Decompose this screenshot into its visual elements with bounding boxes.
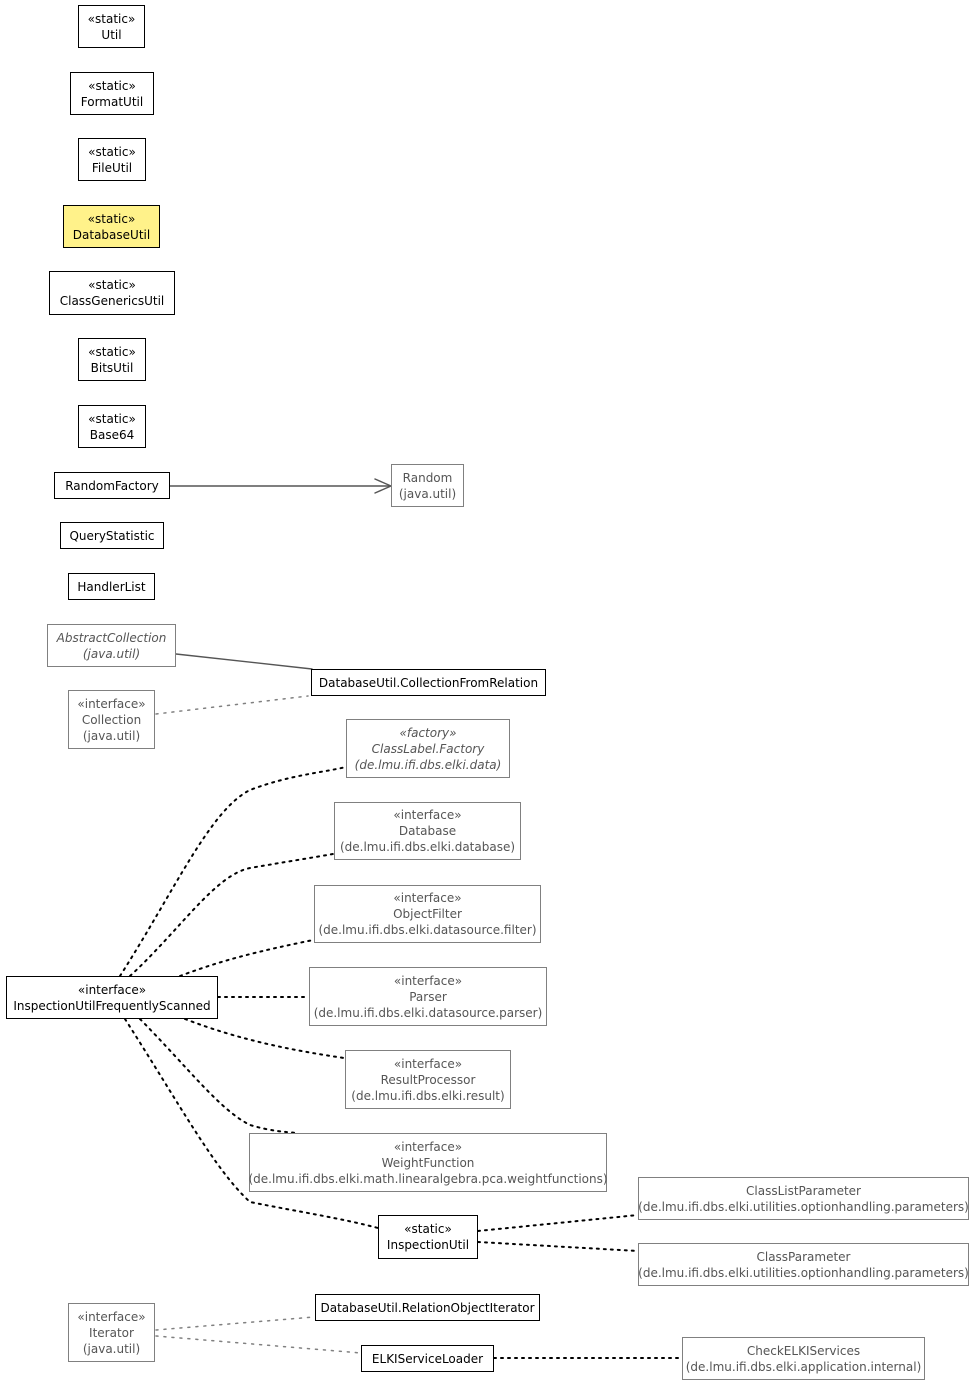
edge-inspection-resultprocessor: [184, 1018, 345, 1059]
edge-iterator-elkiserviceloader: [155, 1335, 362, 1354]
stereotype-label: «interface»: [393, 808, 462, 822]
class-name: CheckELKIServices: [746, 1343, 861, 1358]
class-inspectionutil[interactable]: «static» InspectionUtil: [378, 1215, 478, 1259]
class-fileutil[interactable]: «static» FileUtil: [78, 138, 146, 181]
stereotype-label: «static»: [88, 411, 136, 426]
package-label: (java.util): [82, 728, 141, 743]
class-name: Random: [402, 470, 453, 485]
stereotype-label: «interface»: [77, 982, 147, 997]
class-classgenericsutil[interactable]: «static» ClassGenericsUtil: [49, 271, 175, 315]
stereotype-label: «static»: [88, 344, 136, 359]
class-abstractcollection[interactable]: AbstractCollection (java.util): [47, 624, 176, 667]
class-name: Parser: [409, 989, 447, 1004]
class-name: ResultProcessor: [380, 1072, 476, 1087]
class-classlistparameter[interactable]: ClassListParameter (de.lmu.ifi.dbs.elki.…: [638, 1177, 969, 1220]
stereotype-label: «interface»: [77, 1309, 146, 1324]
package-label: (java.util): [398, 486, 457, 501]
class-name: ClassGenericsUtil: [59, 294, 165, 308]
edge-abstractcollection-collectionfromrelation: [175, 653, 313, 670]
stereotype-label: «static»: [88, 278, 136, 292]
class-formatutil[interactable]: «static» FormatUtil: [70, 72, 154, 115]
class-randomfactory[interactable]: RandomFactory: [54, 472, 170, 499]
edge-inspection-inspectionutil: [124, 1018, 379, 1229]
package-label: (java.util): [82, 646, 141, 661]
class-name: DatabaseUtil.RelationObjectIterator: [320, 1300, 535, 1315]
class-util[interactable]: «static» Util: [78, 5, 145, 48]
interface-weightfunction[interactable]: «interface» WeightFunction (de.lmu.ifi.d…: [248, 1133, 608, 1192]
class-name: InspectionUtil: [386, 1238, 470, 1252]
stereotype-label: «static»: [88, 78, 136, 93]
class-bitsutil[interactable]: «static» BitsUtil: [78, 338, 146, 381]
class-name: HandlerList: [77, 579, 146, 594]
class-name: Database: [398, 824, 457, 838]
class-random[interactable]: Random (java.util): [391, 464, 464, 507]
stereotype-label: «static»: [87, 11, 136, 26]
class-name: Base64: [89, 427, 135, 442]
interface-objectfilter[interactable]: «interface» ObjectFilter (de.lmu.ifi.dbs…: [314, 885, 541, 943]
class-name: ClassParameter: [756, 1249, 851, 1264]
package-label: (de.lmu.ifi.dbs.elki.database): [339, 840, 516, 854]
edge-collection-collectionfromrelation: [155, 695, 309, 715]
class-name: Util: [101, 27, 122, 42]
class-name: AbstractCollection: [56, 630, 167, 645]
edge-inspection-weightfunction: [139, 1018, 299, 1134]
class-name: Collection: [81, 712, 142, 727]
interface-parser[interactable]: «interface» Parser (de.lmu.ifi.dbs.elki.…: [309, 967, 547, 1026]
package-label: (de.lmu.ifi.dbs.elki.utilities.optionhan…: [638, 1199, 969, 1214]
class-name: WeightFunction: [381, 1155, 475, 1170]
interface-database[interactable]: «interface» Database (de.lmu.ifi.dbs.elk…: [334, 802, 521, 860]
edge-inspectionutil-classparameter: [477, 1241, 639, 1252]
class-relationobjectiterator[interactable]: DatabaseUtil.RelationObjectIterator: [315, 1294, 540, 1321]
edge-inspection-database: [129, 853, 334, 977]
stereotype-label: «factory»: [399, 725, 457, 740]
package-label: (de.lmu.ifi.dbs.elki.data): [354, 757, 502, 772]
class-name: ELKIServiceLoader: [371, 1351, 484, 1366]
stereotype-label: «interface»: [393, 1056, 463, 1071]
class-checkelkiservices[interactable]: CheckELKIServices (de.lmu.ifi.dbs.elki.a…: [682, 1337, 925, 1380]
class-querystatistic[interactable]: QueryStatistic: [60, 522, 164, 549]
class-databaseutil[interactable]: «static» DatabaseUtil: [63, 205, 160, 248]
package-label: (de.lmu.ifi.dbs.elki.application.interna…: [685, 1359, 922, 1374]
stereotype-label: «interface»: [393, 891, 462, 905]
class-name: ClassListParameter: [746, 1183, 861, 1198]
package-label: (de.lmu.ifi.dbs.elki.result): [351, 1088, 505, 1103]
class-name: Iterator: [89, 1325, 134, 1340]
package-label: (java.util): [82, 1341, 141, 1356]
class-classlabelfactory[interactable]: «factory» ClassLabel.Factory (de.lmu.ifi…: [346, 719, 510, 778]
class-name: RandomFactory: [65, 478, 159, 493]
interface-iterator[interactable]: «interface» Iterator (java.util): [68, 1303, 155, 1362]
package-label: (de.lmu.ifi.dbs.elki.utilities.optionhan…: [638, 1265, 969, 1280]
class-name: QueryStatistic: [69, 528, 155, 543]
package-label: (de.lmu.ifi.dbs.elki.datasource.parser): [313, 1005, 543, 1020]
class-name: InspectionUtilFrequentlyScanned: [13, 998, 211, 1013]
class-name: ObjectFilter: [393, 907, 462, 921]
class-handlerlist[interactable]: HandlerList: [68, 573, 155, 600]
edge-iterator-relationobjectiterator: [155, 1316, 315, 1331]
class-name: DatabaseUtil.CollectionFromRelation: [318, 675, 539, 690]
class-name: ClassLabel.Factory: [371, 741, 485, 756]
edge-inspectionutil-classlistparameter: [477, 1214, 639, 1232]
interface-resultprocessor[interactable]: «interface» ResultProcessor (de.lmu.ifi.…: [345, 1050, 511, 1109]
edge-inspection-objectfilter: [179, 939, 314, 977]
interface-inspectionutilfrequentlyscanned[interactable]: «interface» InspectionUtilFrequentlyScan…: [6, 976, 218, 1019]
stereotype-label: «interface»: [393, 973, 463, 988]
class-collectionfromrelation[interactable]: DatabaseUtil.CollectionFromRelation: [311, 669, 546, 696]
class-name: FormatUtil: [80, 94, 144, 109]
edge-inspection-classlabelfactory: [119, 766, 347, 977]
stereotype-label: «static»: [88, 144, 136, 159]
package-label: (de.lmu.ifi.dbs.elki.datasource.filter): [318, 923, 537, 937]
class-classparameter[interactable]: ClassParameter (de.lmu.ifi.dbs.elki.util…: [638, 1243, 969, 1286]
stereotype-label: «static»: [87, 211, 136, 226]
interface-collection[interactable]: «interface» Collection (java.util): [68, 690, 155, 749]
class-name: BitsUtil: [90, 360, 134, 375]
class-name: FileUtil: [91, 160, 133, 175]
package-label: (de.lmu.ifi.dbs.elki.math.linearalgebra.…: [248, 1171, 608, 1186]
class-name: DatabaseUtil: [72, 227, 151, 242]
stereotype-label: «interface»: [393, 1139, 463, 1154]
stereotype-label: «static»: [404, 1222, 452, 1236]
class-elkiserviceloader[interactable]: ELKIServiceLoader: [361, 1345, 494, 1372]
class-base64[interactable]: «static» Base64: [78, 405, 146, 448]
stereotype-label: «interface»: [77, 696, 146, 711]
